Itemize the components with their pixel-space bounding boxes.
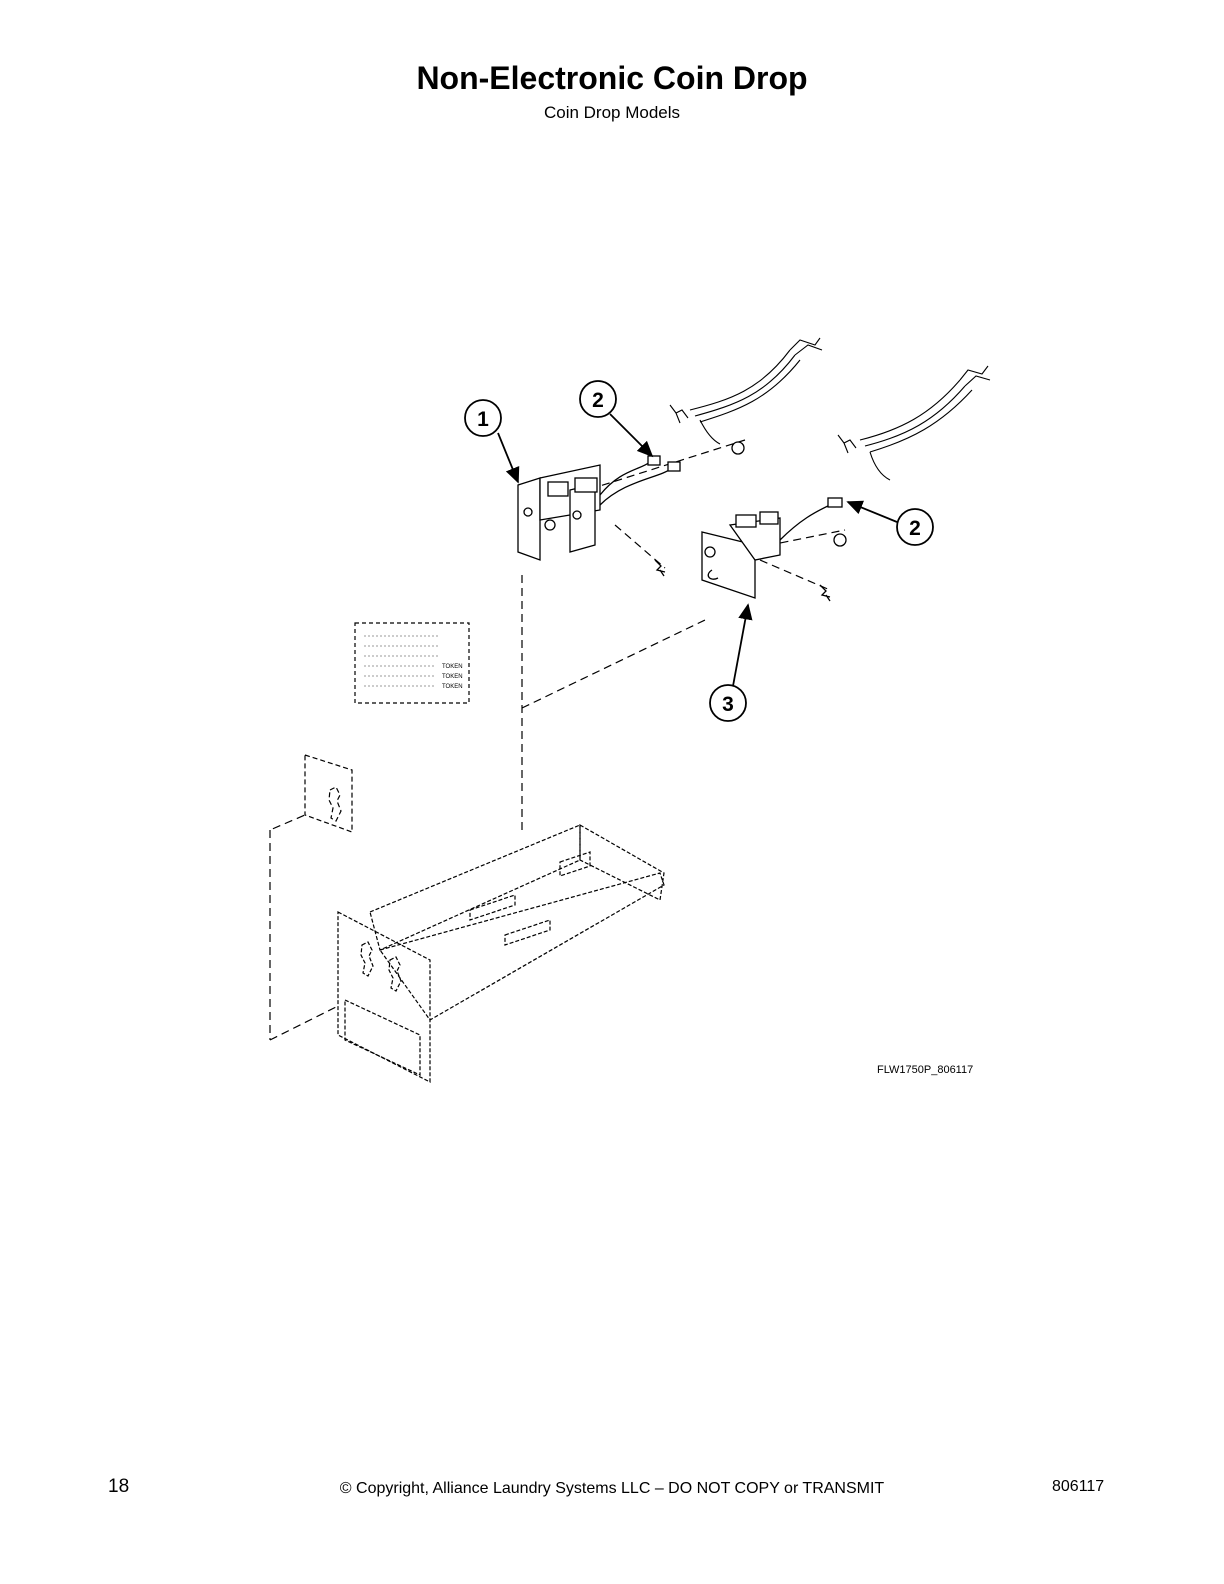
coin-drop-housing <box>337 823 665 1083</box>
document-number: 806117 <box>1052 1478 1105 1495</box>
callout-2: 2 <box>579 380 617 418</box>
callout-number: 2 <box>909 517 921 540</box>
page-subtitle: Coin Drop Models <box>543 103 681 122</box>
callout-2-second: 2 <box>896 508 934 546</box>
callout-3: 3 <box>709 684 747 722</box>
decal-token-label: TOKEN <box>442 684 463 690</box>
wire-harness-2 <box>837 365 991 481</box>
coin-slot-plate <box>304 754 353 833</box>
page-title: Non-Electronic Coin Drop <box>416 60 808 96</box>
wire-harness-1 <box>669 337 823 445</box>
callout-arrows <box>497 413 898 687</box>
callout-1: 1 <box>464 399 502 437</box>
decal-token-label: TOKEN <box>442 664 463 670</box>
copyright-notice: © Copyright, Alliance Laundry Systems LL… <box>339 1480 885 1497</box>
coin-drop-assembly-3 <box>701 497 847 602</box>
page-number: 18 <box>108 1476 130 1497</box>
callout-number: 1 <box>477 408 489 431</box>
decal-token-label: TOKEN <box>442 674 463 680</box>
figure-id: FLW1750P_806117 <box>877 1064 973 1076</box>
callout-number: 2 <box>592 389 604 412</box>
coin-drop-assembly-1 <box>517 441 745 577</box>
callout-number: 3 <box>722 693 734 716</box>
coin-value-decal: TOKEN TOKEN TOKEN <box>354 622 470 704</box>
